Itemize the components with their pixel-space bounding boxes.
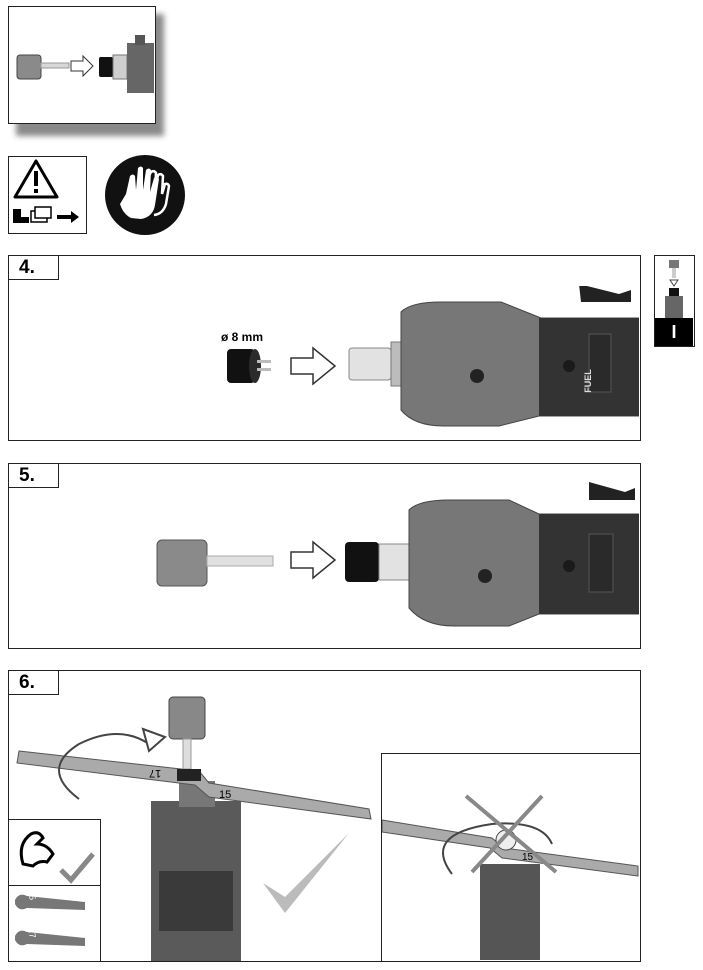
step-6-correct-illustration <box>16 696 372 961</box>
arm-strength-icon <box>19 831 95 884</box>
step-4-illustration <box>227 286 639 427</box>
step-4-panel: 4. ø 8 mm FUEL <box>8 255 641 441</box>
wrench-size-label-15: 15 <box>219 789 232 801</box>
side-tab: I <box>654 255 695 347</box>
step-4-label: 4. <box>9 256 59 280</box>
detail-collet-illustration <box>16 35 154 93</box>
step-5-panel: 5. <box>8 463 641 649</box>
side-tab-label: I <box>655 318 693 346</box>
warning-box <box>8 156 87 234</box>
tool-brand-label: FUEL <box>582 369 593 393</box>
strength-icon-box <box>9 819 101 887</box>
small-wrench-label-15: 15 <box>26 889 38 901</box>
side-tab-thumbnail <box>665 260 683 318</box>
wear-gloves-icon <box>105 155 185 235</box>
incorrect-method-inset: 15 <box>381 753 640 961</box>
step-6-label: 6. <box>9 671 59 695</box>
step-5-label: 5. <box>9 464 59 488</box>
wrench-sizes-box: 15 17 <box>9 885 101 961</box>
warning-triangle-icon <box>13 159 79 223</box>
incorrect-method-illustration <box>382 794 639 960</box>
small-wrench-label-17: 17 <box>26 927 38 939</box>
step-6-panel: 6. 17 15 15 17 <box>8 670 641 962</box>
step-5-illustration <box>156 482 639 627</box>
incorrect-wrench-label-15: 15 <box>522 852 534 863</box>
wrench-sizes-icon <box>15 894 85 946</box>
detail-image-frame <box>8 6 156 124</box>
collet-diameter-label: ø 8 mm <box>221 330 264 344</box>
wrench-size-label-17: 17 <box>149 767 162 779</box>
